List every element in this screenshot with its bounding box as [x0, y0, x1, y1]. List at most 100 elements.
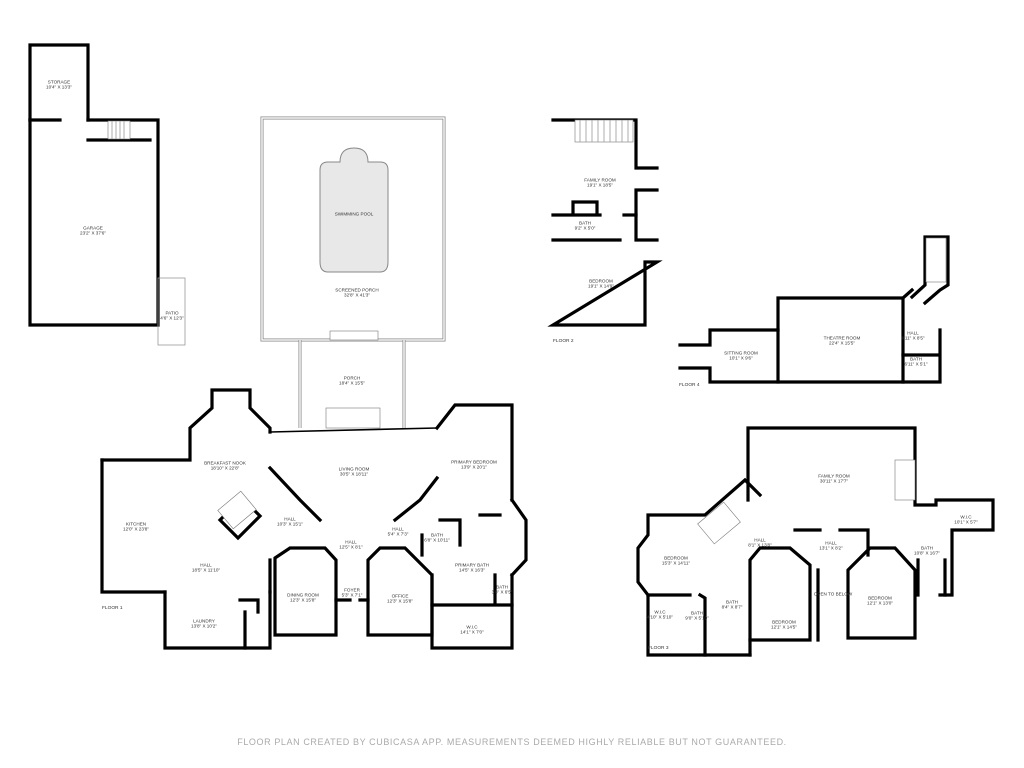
- room-hall: Hall12'5" x 8'1": [339, 540, 362, 551]
- room-bath: Bath8'4" x 8'7": [722, 600, 743, 611]
- room-name: Kitchen: [125, 521, 147, 527]
- floor-2-label: Floor 2: [553, 339, 574, 344]
- room-name: Primary Bedroom: [451, 459, 497, 465]
- room-wic: W.I.C14'1" x 7'0": [460, 625, 483, 636]
- room-dimensions: 12'3" x 15'8": [290, 598, 316, 603]
- room-dimensions: 19'1" x 18'5": [587, 183, 613, 188]
- room-sitting-room: Sitting Room10'1" x 9'6": [724, 351, 758, 362]
- room-porch: Porch18'4" x 15'5": [339, 376, 365, 387]
- room-dimensions: 12'0" x 23'8": [123, 527, 149, 532]
- room-name: Hall: [754, 537, 766, 543]
- room-name: Bath: [496, 584, 508, 590]
- room-bedroom: Bedroom19'1" x 14'9": [588, 279, 614, 290]
- room-hall: Hall18'5" x 11'10": [192, 563, 220, 574]
- room-dimensions: 8'4" x 8'7": [721, 605, 743, 610]
- room-dimensions: 12'3" x 15'8": [387, 599, 413, 604]
- floor-4-plan: [678, 235, 950, 384]
- room-breakfast-nook: Breakfast Nook18'10" x 22'8": [204, 461, 246, 472]
- room-name: Bedroom: [868, 595, 892, 601]
- room-dimensions: 12'5" x 8'1": [339, 545, 363, 550]
- room-name: Hall: [345, 539, 357, 545]
- room-laundry: Laundry13'8" x 10'2": [191, 619, 217, 630]
- room-name: Storage: [47, 79, 71, 85]
- room-name: Bedroom: [772, 619, 796, 625]
- room-office: Office12'3" x 15'8": [387, 594, 413, 605]
- room-dining-room: Dining Room12'3" x 15'8": [287, 593, 319, 604]
- room-dimensions: 23'2" x 37'6": [80, 231, 106, 236]
- room-dimensions: 32'8" x 41'3": [344, 293, 370, 298]
- room-name: Hall: [200, 562, 212, 568]
- floor-1-label: Floor 1: [102, 606, 123, 611]
- room-dimensions: 3'8" x 6'5": [491, 590, 513, 595]
- room-bath: Bath10'8" x 16'7": [914, 546, 940, 557]
- room-hall: Hall8'1" x 13'8": [748, 538, 771, 549]
- room-screened-porch: Screened Porch32'8" x 41'3": [335, 288, 378, 299]
- room-name: Hall: [392, 526, 404, 532]
- room-name: Hall: [284, 516, 296, 522]
- room-dimensions: 30'11" x 17'7": [819, 479, 849, 484]
- room-name: Bath: [910, 356, 922, 362]
- room-dimensions: 18'4" x 15'5": [339, 381, 365, 386]
- floor-1-plan: [100, 388, 528, 650]
- room-name: Office: [391, 593, 409, 599]
- room-dimensions: 10'1" x 5'7": [954, 520, 978, 525]
- room-name: Patio: [165, 310, 179, 316]
- room-name: Bath: [921, 545, 933, 551]
- room-hall: Hall13'1" x 8'2": [819, 541, 842, 552]
- screened-porch: [260, 116, 446, 429]
- floor-4-label: Floor 4: [679, 383, 700, 388]
- room-family-room: Family Room30'11" x 17'7": [818, 474, 849, 485]
- room-name: Theatre Room: [823, 335, 861, 341]
- room-foyer: Foyer5'3" x 7'1": [342, 588, 363, 599]
- room-name: Sitting Room: [724, 350, 758, 356]
- room-dimensions: 30'5" x 18'11": [339, 472, 369, 477]
- room-name: Hall: [907, 330, 919, 336]
- room-name: Bedroom: [664, 555, 688, 561]
- room-dimensions: 12'1" x 14'5": [771, 625, 797, 630]
- floor-2-plan: [547, 118, 663, 327]
- room-name: Screened Porch: [335, 287, 379, 293]
- room-kitchen: Kitchen12'0" x 23'8": [123, 522, 149, 533]
- room-living-room: Living Room30'5" x 18'11": [339, 467, 370, 478]
- room-dimensions: 18'5" x 11'10": [191, 568, 221, 573]
- room-name: Porch: [343, 375, 361, 381]
- room-dimensions: 5'3" x 7'1": [341, 593, 363, 598]
- room-name: Swimming Pool: [334, 211, 374, 217]
- room-name: Bath: [579, 220, 591, 226]
- room-wic: W.I.C4'10" x 5'10": [647, 610, 673, 621]
- room-dimensions: 8'11" x 8'5": [901, 336, 925, 341]
- room-name: W.I.C: [960, 514, 972, 520]
- floor-3-plan: [636, 426, 995, 657]
- room-name: W.I.C: [466, 624, 478, 630]
- room-name: Open to Below: [813, 591, 853, 597]
- room-bedroom: Bedroom15'3" x 14'11": [662, 556, 690, 567]
- room-bath: Bath9'0" x 5'10": [685, 611, 708, 622]
- room-bedroom: Bedroom12'1" x 14'5": [771, 620, 797, 631]
- room-dimensions: 14'5" x 16'3": [459, 568, 485, 573]
- room-dimensions: 8'1" x 13'8": [748, 543, 772, 548]
- room-primary-bedroom: Primary Bedroom13'9" x 20'1": [451, 460, 497, 471]
- room-name: Foyer: [344, 587, 360, 593]
- room-name: Living Room: [338, 466, 370, 472]
- floor-3-label: Floor 3: [648, 646, 669, 651]
- room-dimensions: 10'4" x 13'3": [46, 85, 72, 90]
- room-dimensions: 13'1" x 8'2": [819, 546, 843, 551]
- room-dimensions: 10'8" x 16'7": [914, 551, 940, 556]
- room-dimensions: 5'4" x 7'3": [387, 532, 409, 537]
- room-bath: Bath9'2" x 5'0": [575, 221, 596, 232]
- room-dimensions: 6'11" x 5'1": [904, 362, 928, 367]
- room-bath: Bath6'8" x 10'11": [424, 533, 450, 544]
- room-dimensions: 14'1" x 7'0": [460, 630, 484, 635]
- room-wic: W.I.C10'1" x 5'7": [954, 515, 977, 526]
- room-bath: Bath3'8" x 6'5": [492, 585, 513, 596]
- room-dimensions: 18'10" x 22'8": [210, 466, 240, 471]
- room-dimensions: 10'1" x 9'6": [729, 356, 753, 361]
- room-bath: Bath6'11" x 5'1": [904, 357, 927, 368]
- garage-building: [28, 43, 186, 346]
- room-dimensions: 4'6" x 12'3": [160, 316, 184, 321]
- room-name: Garage: [83, 225, 103, 231]
- room-name: Bath: [431, 532, 443, 538]
- room-name: Dining Room: [287, 592, 319, 598]
- room-garage: Garage23'2" x 37'6": [80, 226, 106, 237]
- room-dimensions: 9'0" x 5'10": [685, 616, 709, 621]
